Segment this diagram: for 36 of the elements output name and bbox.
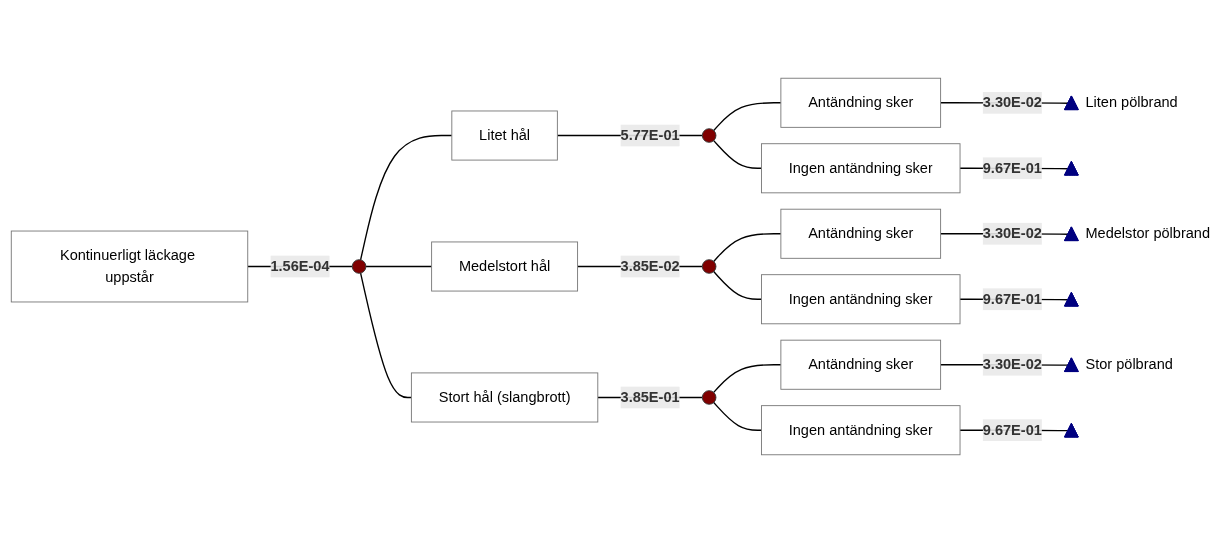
connector [365,265,433,268]
edge-label: 9.67E-01 [982,422,1042,438]
node-box: Antändning sker [780,339,942,390]
connector [713,401,763,431]
edge-label: 9.67E-01 [982,291,1042,307]
edge-label: 1.56E-04 [270,258,330,274]
edge-label: 3.85E-02 [620,258,680,274]
outcome-label: Stor pölbrand [1085,356,1173,373]
connector [713,233,782,263]
node-box: Antändning sker [780,77,942,128]
connector [713,270,763,300]
edge-label: 9.67E-01 [982,160,1042,176]
node-box: Medelstort hål [431,241,579,292]
connector [713,364,782,394]
node-box: Antändning sker [780,208,942,259]
node-circle [701,259,717,274]
node-box: Litet hål [451,110,558,161]
node-box: Ingen antändning sker [761,274,961,325]
connector [359,272,413,399]
node-circle [351,259,367,274]
outcome-label: Liten pölbrand [1085,94,1178,111]
node-box: Ingen antändning sker [761,405,961,456]
connector [713,102,782,132]
edge-label: 3.30E-02 [982,225,1042,242]
outcome-label: Medelstor pölbrand [1085,225,1210,242]
edge-label: 3.30E-02 [982,356,1042,372]
edge-label: 3.30E-02 [982,94,1042,111]
connector [713,139,763,169]
node-circle [701,390,717,405]
node-box: Stort hål (slangbrott) [410,372,599,423]
edge-label: 3.85E-01 [620,389,680,405]
connector [359,134,453,261]
node-box: Kontinuerligt läckage uppstår [10,230,249,303]
node-box: Ingen antändning sker [761,143,961,194]
edge-label: 5.77E-01 [620,127,680,143]
node-circle [701,128,717,143]
